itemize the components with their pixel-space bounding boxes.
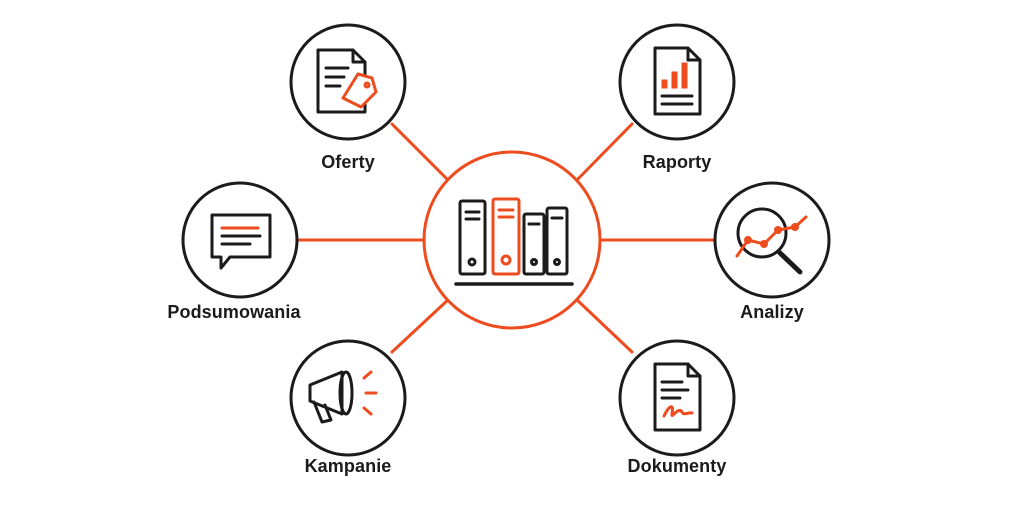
signed-document-icon — [653, 362, 702, 432]
node-oferty[interactable] — [289, 23, 407, 141]
label-kampanie: Kampanie — [304, 456, 392, 476]
node-dokumenty[interactable] — [618, 339, 736, 457]
connector-kampanie — [390, 296, 452, 354]
label-oferty: Oferty — [321, 152, 375, 172]
magnifier-trend-icon — [735, 207, 808, 275]
label-podsumowania: Podsumowania — [167, 302, 301, 322]
node-raporty[interactable] — [618, 23, 736, 141]
binders-shelf-icon — [454, 197, 574, 286]
label-analizy: Analizy — [740, 302, 804, 322]
speech-bubble-icon — [210, 213, 272, 270]
label-dokumenty: Dokumenty — [627, 456, 727, 476]
bar-chart-report-icon — [653, 46, 702, 116]
hub-node — [422, 150, 602, 330]
megaphone-icon — [308, 370, 378, 424]
connector-dokumenty — [573, 296, 634, 354]
node-kampanie[interactable] — [289, 339, 407, 457]
label-raporty: Raporty — [642, 152, 712, 172]
document-price-tag-icon — [316, 48, 378, 114]
connector-oferty — [390, 122, 452, 184]
connector-raporty — [573, 122, 634, 184]
node-analizy[interactable] — [713, 181, 831, 299]
node-podsumowania[interactable] — [181, 181, 299, 299]
